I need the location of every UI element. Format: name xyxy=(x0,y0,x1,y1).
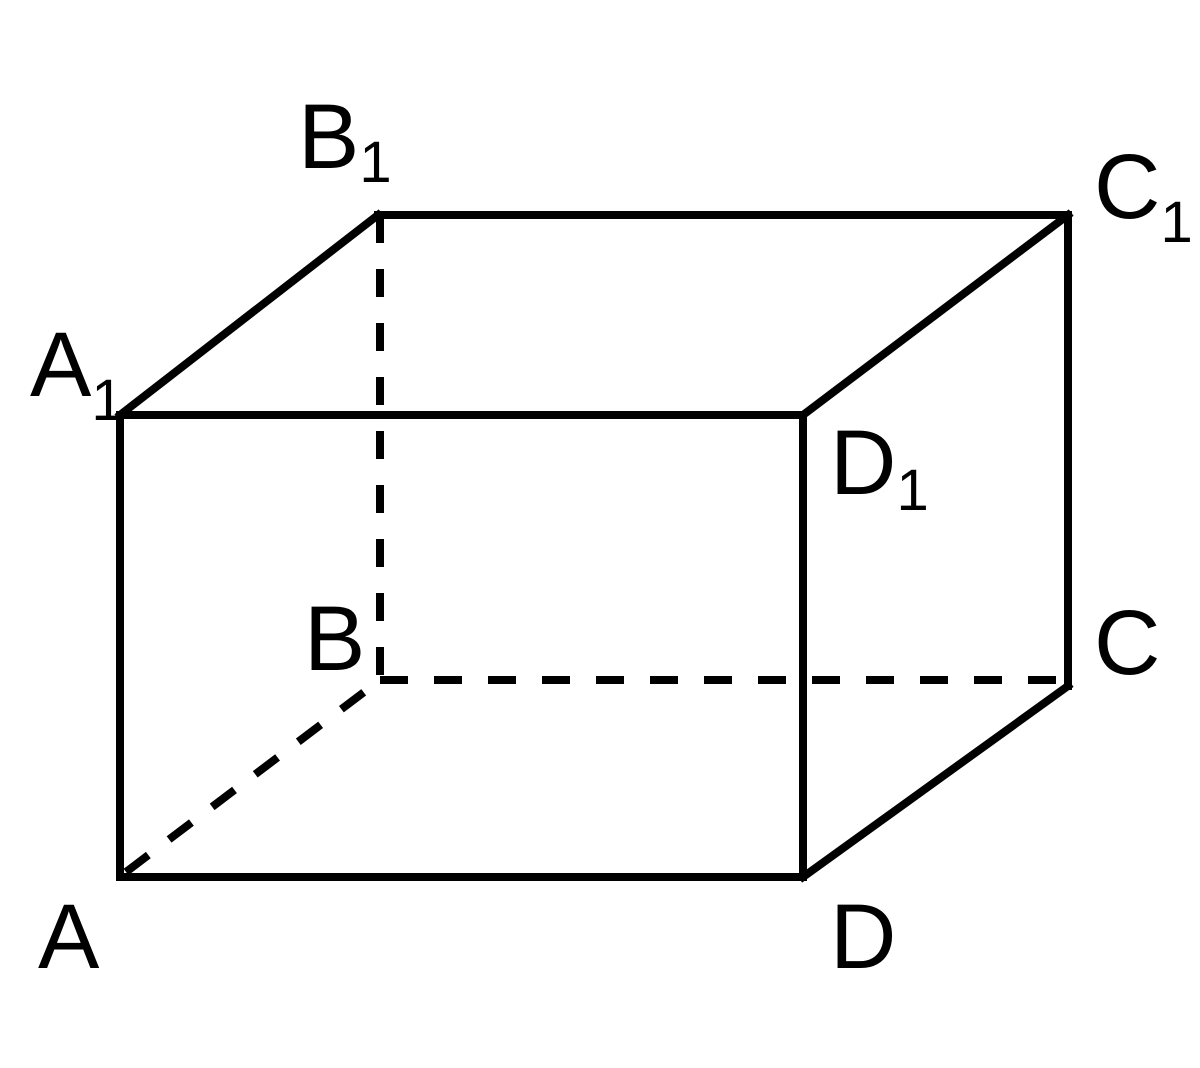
vertex-labels: B1 C1 A1 D1 B C A D xyxy=(30,86,1193,988)
edge-A1-B1 xyxy=(114,209,384,421)
vertex-label-B: B xyxy=(304,588,365,690)
edge-A-B xyxy=(123,676,383,876)
visible-edges xyxy=(114,209,1074,883)
vertex-label-C: C xyxy=(1094,592,1160,694)
vertex-label-D: D xyxy=(830,886,896,988)
vertex-label-D1: D1 xyxy=(830,412,929,523)
vertex-label-A1: A1 xyxy=(30,314,124,433)
vertex-label-B1: B1 xyxy=(298,86,392,195)
hidden-edges xyxy=(123,215,1068,876)
vertex-label-A: A xyxy=(38,886,100,988)
vertex-label-C1: C1 xyxy=(1094,136,1193,255)
edge-C-D xyxy=(797,680,1074,883)
edge-C1-D1 xyxy=(797,209,1074,421)
